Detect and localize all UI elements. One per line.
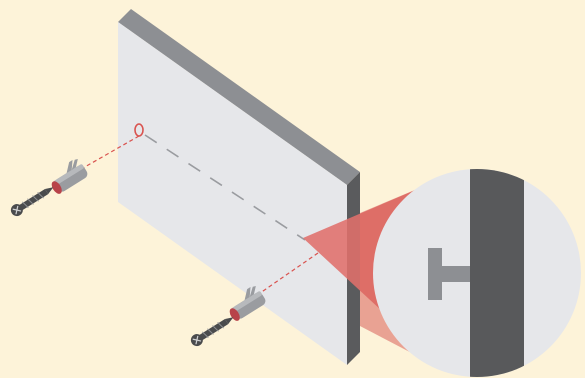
lower-fastener-set (190, 286, 266, 347)
upper-wall-anchor (51, 159, 88, 194)
magnified-panel-edge (470, 169, 524, 377)
panel-top-edge (118, 9, 360, 185)
panel-face (118, 22, 347, 365)
magnifier-detail (303, 169, 581, 377)
upper-screw (10, 187, 54, 217)
panel-guide-line (144, 134, 306, 241)
alignment-line-top (75, 135, 140, 173)
upper-fastener-set (10, 159, 88, 217)
lower-screw (190, 317, 234, 347)
hook-arm (428, 266, 470, 282)
